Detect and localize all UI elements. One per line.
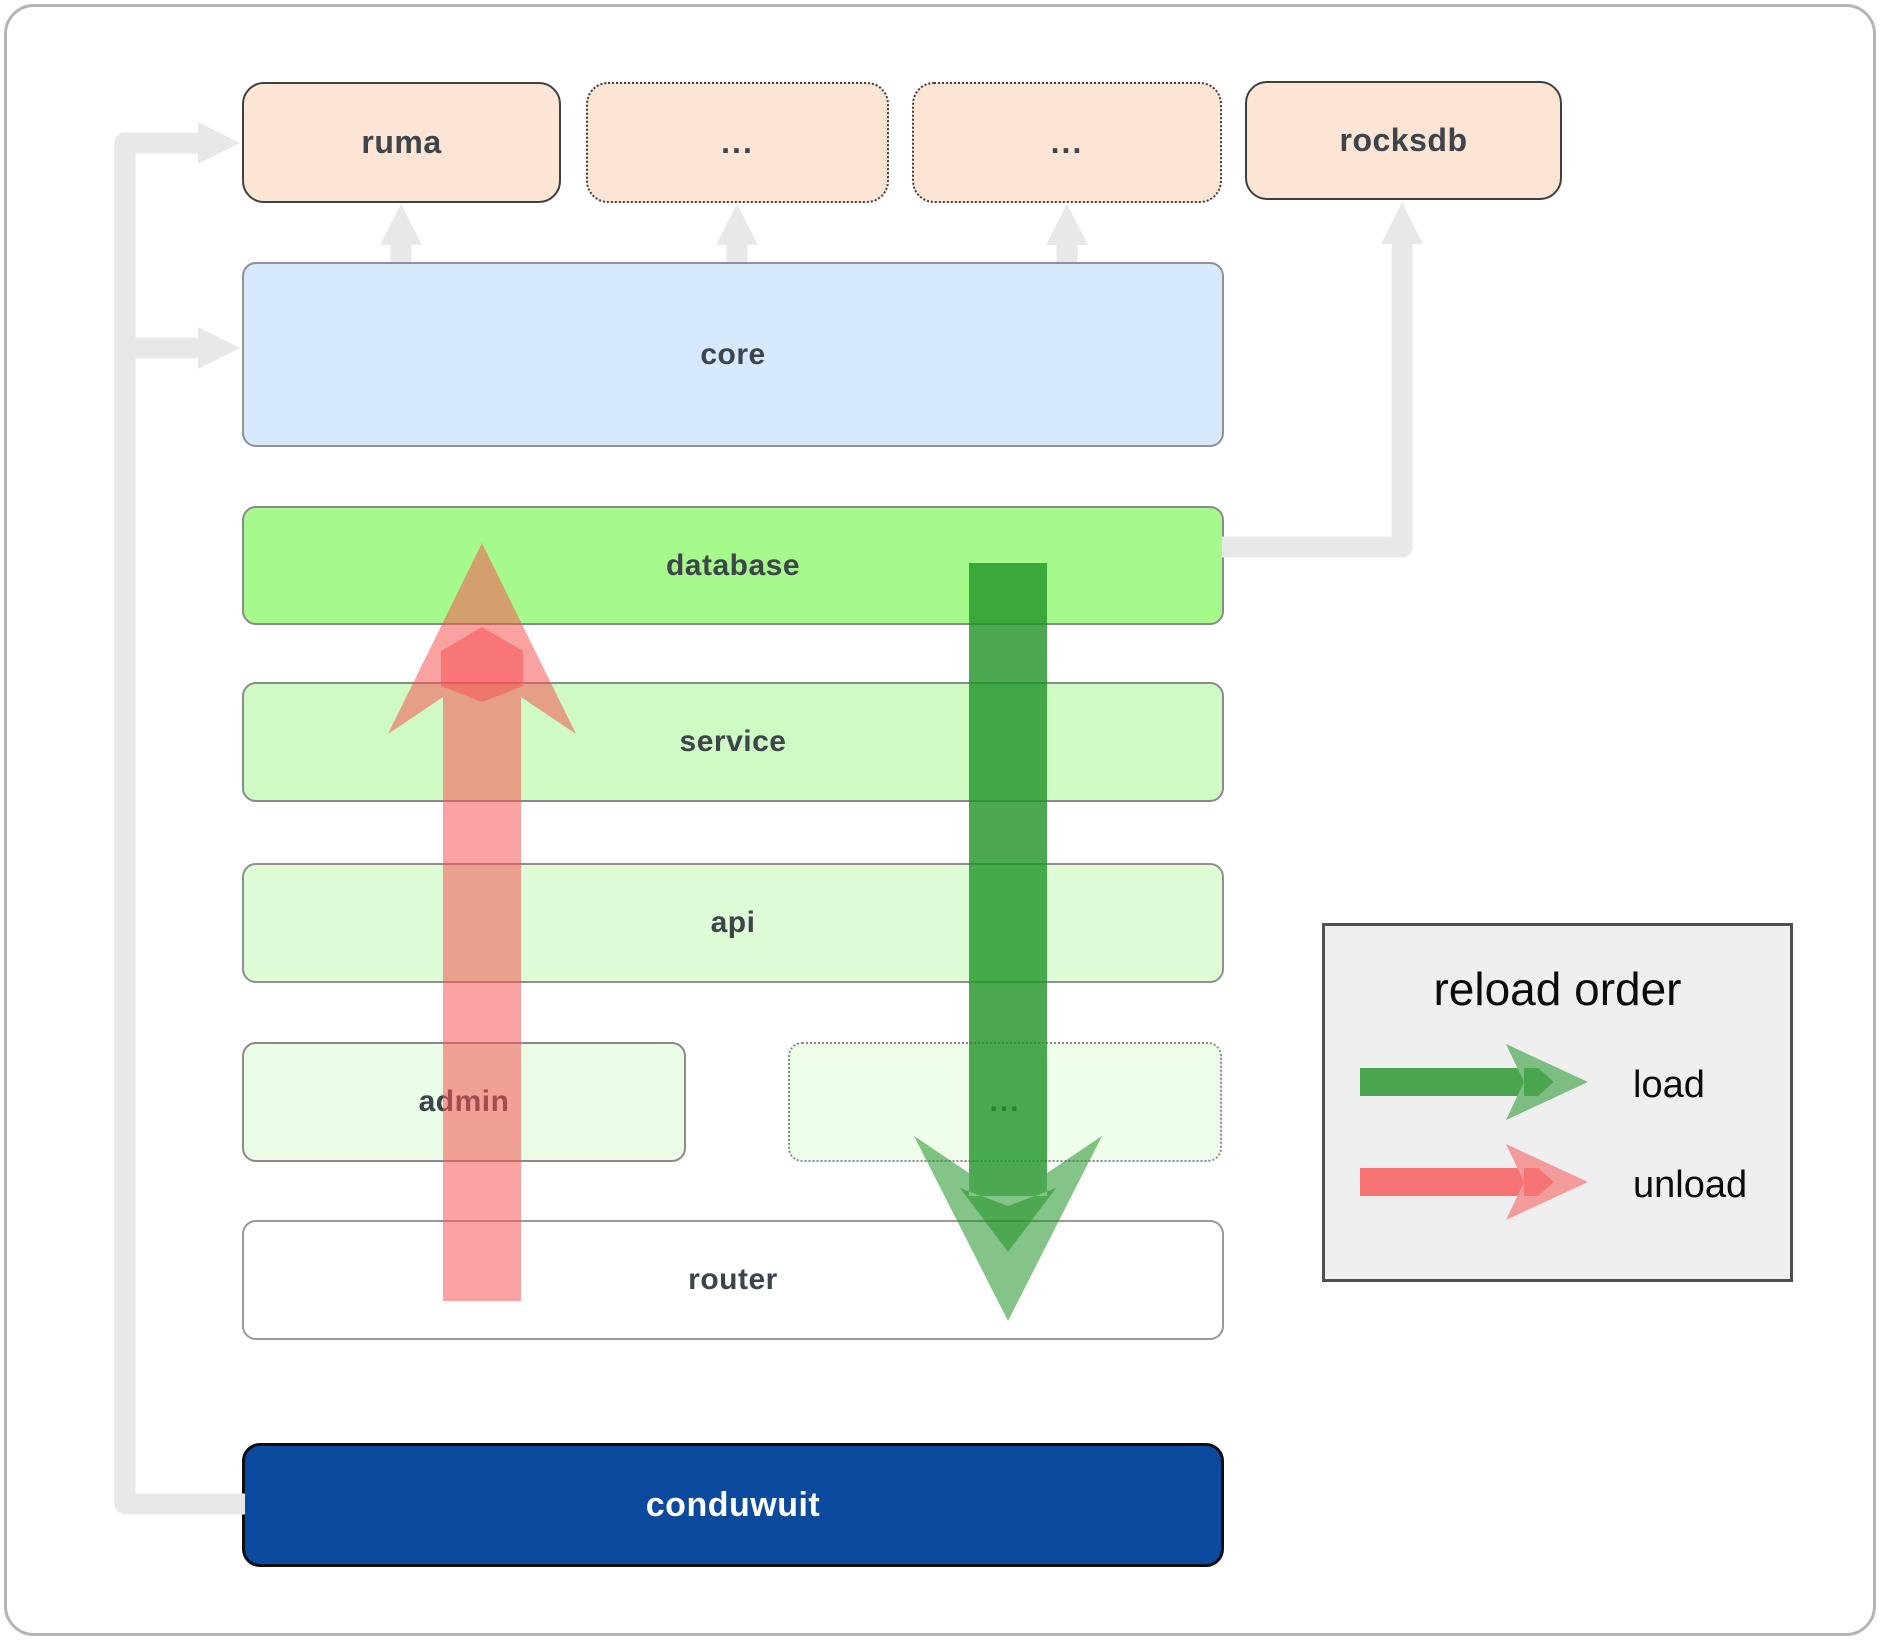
box-database-label: database xyxy=(665,548,801,582)
box-service-label: service xyxy=(679,725,787,758)
outer-frame xyxy=(4,4,1876,1636)
box-api: api xyxy=(242,863,1224,983)
box-rocksdb: rocksdb xyxy=(1245,81,1562,200)
box-core: core xyxy=(242,262,1224,447)
box-ellipsis-top-2-label: ... xyxy=(1050,124,1084,160)
box-router: router xyxy=(242,1220,1224,1340)
box-conduwuit: conduwuit xyxy=(242,1443,1224,1567)
legend-title: reload order xyxy=(1433,963,1682,1015)
box-service: service xyxy=(242,682,1224,802)
box-admin-label: admin xyxy=(418,1085,510,1118)
box-ruma-label: ruma xyxy=(361,124,442,160)
box-ellipsis-top-2: ... xyxy=(912,82,1222,203)
box-admin: admin xyxy=(242,1042,686,1162)
box-ellipsis-top-1-label: ... xyxy=(721,124,754,160)
box-ruma: ruma xyxy=(242,82,561,203)
legend-load-label: load xyxy=(1633,1064,1705,1106)
box-api-label: api xyxy=(710,906,756,939)
box-router-label: router xyxy=(688,1263,778,1296)
box-conduwuit-label: conduwuit xyxy=(645,1485,821,1524)
box-database: database xyxy=(242,506,1224,625)
box-ellipsis-top-1: ... xyxy=(586,82,889,203)
box-ellipsis-admin-row: ... xyxy=(788,1042,1222,1162)
box-ellipsis-admin-row-label: ... xyxy=(989,1085,1021,1118)
legend-unload-label: unload xyxy=(1633,1164,1748,1206)
box-core-label: core xyxy=(700,337,766,371)
box-rocksdb-label: rocksdb xyxy=(1339,122,1468,158)
legend-panel: reload order load unload xyxy=(1322,923,1793,1282)
